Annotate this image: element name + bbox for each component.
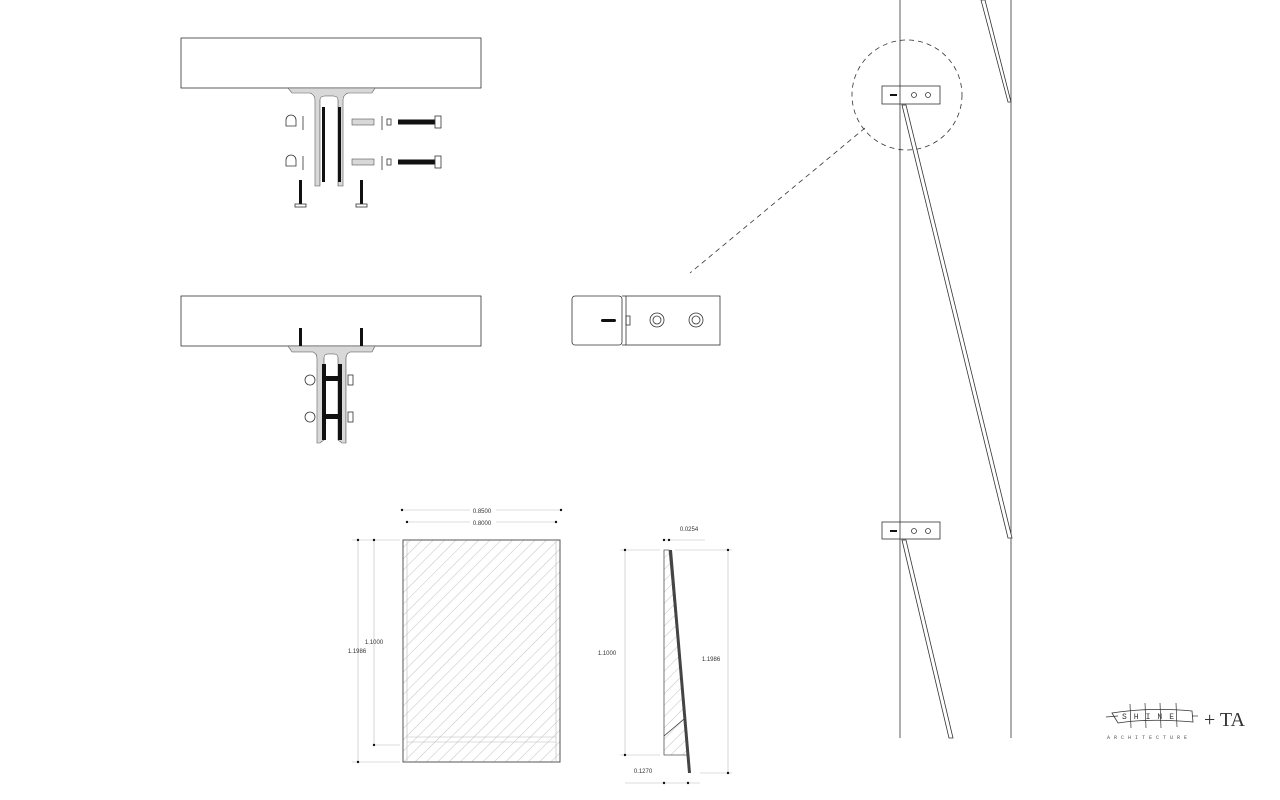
exploded-connection-detail (180, 37, 482, 208)
bolt-set-upper (285, 114, 442, 130)
assembled-connection-detail (180, 295, 482, 444)
dim-diagonal-height: 1.1986 (702, 657, 721, 663)
shine-ta-logo: SHINE ARCHITECTURE + TA (1105, 702, 1246, 741)
anchor-screws (294, 180, 368, 208)
logo-subtitle: ARCHITECTURE (1107, 735, 1191, 741)
facade-elevation (881, 0, 1013, 739)
callout-leader (689, 127, 866, 274)
logo-partner: + TA (1204, 709, 1246, 731)
dim-base-depth: 0.1270 (634, 769, 653, 775)
callout-circle (851, 39, 963, 151)
dim-section-height: 1.1000 (598, 651, 617, 657)
dim-inner-height: 1.1000 (365, 640, 384, 646)
dim-thickness: 0.0254 (680, 527, 699, 533)
bracket-lower (881, 521, 941, 540)
dim-outer-width: 0.8500 (473, 509, 492, 515)
bracket-upper (881, 85, 941, 105)
bracket-plan-detail (571, 295, 721, 346)
bolt-set-lower (285, 154, 442, 170)
panel-section: 0.0254 1.1000 1.1986 0.1270 (598, 527, 732, 785)
logo-shine: SHINE (1122, 713, 1181, 722)
dim-outer-height: 1.1986 (348, 649, 367, 655)
panel-elevation: 0.8500 0.8000 1.1000 1.1986 (348, 507, 563, 764)
dim-inner-width: 0.8000 (473, 521, 492, 527)
